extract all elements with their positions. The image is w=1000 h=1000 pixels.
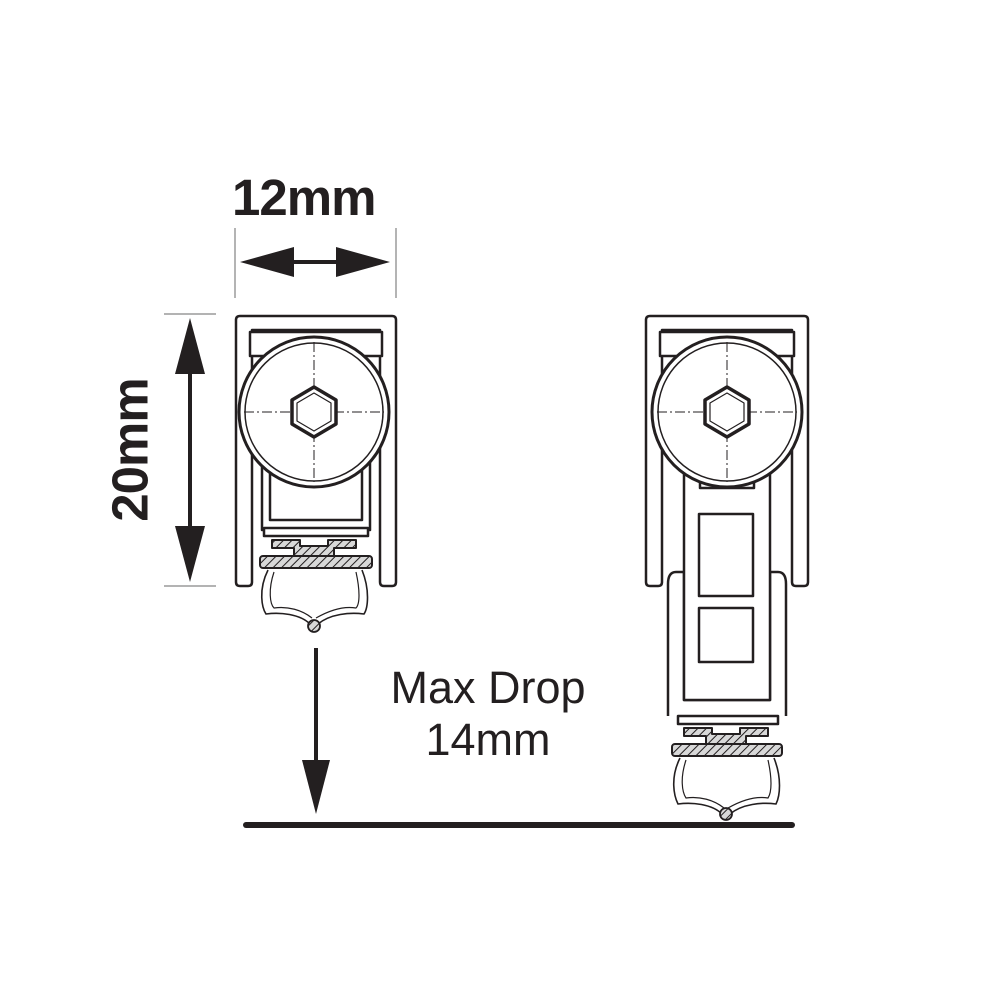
carrier-window-upper [697,512,755,598]
carrier-window-lower [697,606,755,664]
hex-socket-icon-extended [703,385,751,439]
seal-base-strip [259,555,373,569]
seal-rail-extended [676,714,780,726]
height-dimension [164,313,216,587]
max-drop-value: 14mm [425,714,551,765]
seal-t-profile-extended [683,727,769,745]
drop-arrowhead [302,760,330,814]
width-arrowhead-right [336,247,390,277]
hex-socket-icon [290,385,338,439]
seal-extended [644,314,810,821]
seal-t-profile [271,539,357,557]
housing-profile-extended [644,314,810,588]
seal-bead-extended [719,807,733,821]
height-dimension-label: 20mm [101,378,159,522]
seal-rail [262,526,370,538]
seal-retracted [234,314,398,633]
rubber-seal-inner-extended [681,759,772,809]
hex-socket-inner-extended [709,392,745,432]
max-drop-annotation: Max Drop 14mm [358,662,618,766]
height-arrowhead-top [175,318,205,374]
width-dimension-label: 12mm [232,169,376,226]
rubber-seal-outer [260,569,369,625]
seal-bead [307,619,321,633]
height-arrowhead-bottom [175,526,205,582]
seal-base-strip-extended [671,743,783,757]
width-arrowhead-left [240,247,294,277]
drop-arrow [302,648,330,814]
max-drop-title: Max Drop [390,662,586,713]
rubber-seal-inner [269,571,360,619]
hex-socket-inner [296,392,332,432]
rubber-seal-outer-extended [672,757,781,815]
width-dimension [234,228,397,298]
